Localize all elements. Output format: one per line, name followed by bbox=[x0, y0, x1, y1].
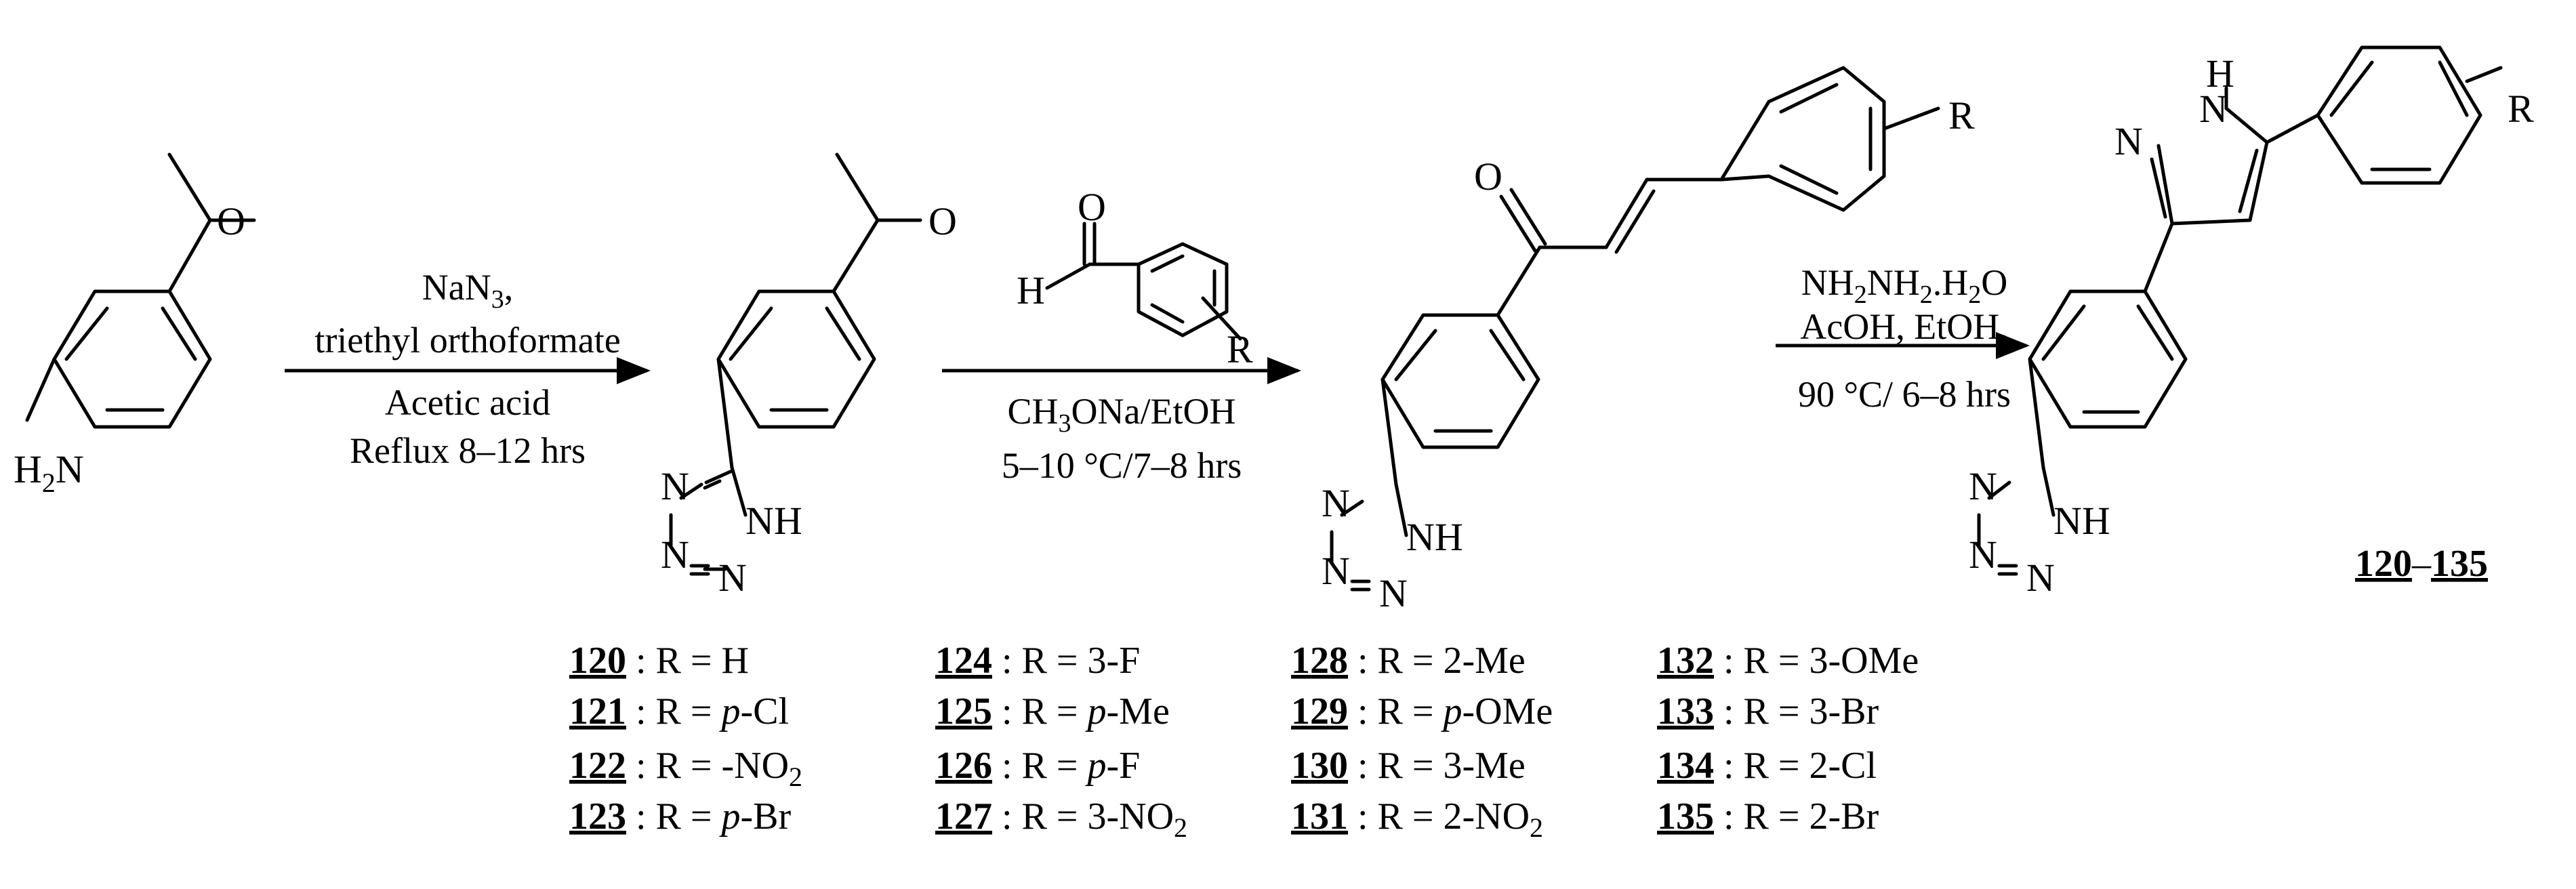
tetrazole-nh-label: NH bbox=[2053, 499, 2110, 543]
step3-reagent-line3: 90 °C/ 6–8 hrs bbox=[1798, 374, 2011, 415]
compound-entry: 132 : R = 3-OMe bbox=[1657, 640, 1919, 682]
r-substituent-label: R bbox=[1227, 327, 1253, 371]
intermediate-chalcone: O R N NH N N bbox=[1322, 66, 1975, 615]
compound-entry: 123 : R = p-Br bbox=[569, 795, 792, 838]
compound-entry: 133 : R = 3-Br bbox=[1657, 690, 1879, 732]
tetrazole-nh-label: NH bbox=[1406, 515, 1463, 559]
ketone-oxygen-label: O bbox=[217, 199, 245, 243]
compound-number: 133 bbox=[1657, 690, 1714, 732]
pyrazole-n-label: N bbox=[2114, 119, 2143, 163]
compound-entry: 122 : R = -NO2 bbox=[569, 745, 802, 792]
compound-entry: 121 : R = p-Cl bbox=[569, 690, 789, 732]
compound-number: 130 bbox=[1291, 745, 1348, 787]
compound-number: 121 bbox=[569, 690, 626, 732]
compound-number: 134 bbox=[1657, 745, 1714, 787]
compound-entry: 129 : R = p-OMe bbox=[1291, 690, 1553, 732]
compound-number: 129 bbox=[1291, 690, 1348, 732]
compound-number: 126 bbox=[935, 745, 992, 787]
step2-reagent-line1: CH3ONa/EtOH bbox=[1008, 391, 1236, 438]
tetrazole-n-label: N bbox=[1969, 464, 1997, 508]
benzaldehyde-reagent: O H R bbox=[1017, 185, 1253, 371]
step2-reagent-line2: 5–10 °C/7–8 hrs bbox=[1002, 445, 1242, 486]
tetrazole-nh-label: NH bbox=[745, 499, 802, 543]
aldehyde-oxygen-label: O bbox=[1078, 185, 1106, 229]
compound-entry: 120 : R = H bbox=[569, 640, 749, 682]
compound-number: 125 bbox=[935, 690, 992, 732]
compound-number: 127 bbox=[935, 795, 992, 838]
reaction-arrow-step3: NH2NH2.H2O AcOH, EtOH, 90 °C/ 6–8 hrs bbox=[1776, 262, 2030, 415]
compound-entry: 126 : R = p-F bbox=[935, 745, 1140, 787]
reaction-arrow-step1: NaN3, triethyl orthoformate Acetic acid … bbox=[285, 267, 651, 471]
compound-entry: 135 : R = 2-Br bbox=[1657, 795, 1879, 838]
compound-entry: 124 : R = 3-F bbox=[935, 640, 1140, 682]
compound-number: 120 bbox=[569, 640, 626, 682]
r-substituent-label: R bbox=[2508, 87, 2534, 131]
compound-number: 135 bbox=[1657, 795, 1714, 838]
step3-reagent-line1: NH2NH2.H2O bbox=[1801, 262, 2008, 309]
compound-entry: 128 : R = 2-Me bbox=[1291, 640, 1526, 682]
step1-reagent-line3: Acetic acid bbox=[385, 382, 550, 423]
step1-reagent-line1: NaN3, bbox=[422, 267, 513, 314]
compound-number: 132 bbox=[1657, 640, 1714, 682]
starting-material-aminoacetophenone: O H2N bbox=[14, 152, 256, 498]
r-substituent-label: R bbox=[1948, 94, 1975, 138]
compound-number: 122 bbox=[569, 745, 626, 787]
step1-reagent-line4: Reflux 8–12 hrs bbox=[350, 430, 586, 471]
compound-number: 128 bbox=[1291, 640, 1348, 682]
compound-entry: 125 : R = p-Me bbox=[935, 690, 1170, 732]
compound-number: 123 bbox=[569, 795, 626, 838]
product-series-label: 120–135 bbox=[2355, 543, 2488, 585]
chalcone-oxygen-label: O bbox=[1474, 154, 1502, 199]
compound-entry: 131 : R = 2-NO2 bbox=[1291, 795, 1543, 843]
tetrazole-n-label: N bbox=[1322, 481, 1350, 525]
tetrazole-n-label: N bbox=[2026, 556, 2055, 600]
pyrazole-nh-label: N bbox=[2199, 87, 2228, 131]
tetrazole-n-label: N bbox=[718, 556, 747, 600]
aldehyde-h-label: H bbox=[1017, 268, 1045, 312]
compound-entry: 130 : R = 3-Me bbox=[1291, 745, 1526, 787]
reaction-arrow-step2: O H R CH3ONa/EtOH 5–10 °C/7–8 hrs bbox=[942, 185, 1301, 486]
step3-reagent-line2: AcOH, EtOH, bbox=[1800, 306, 2008, 347]
ketone-oxygen-label: O bbox=[928, 199, 957, 243]
compound-number: 124 bbox=[935, 640, 992, 682]
compound-entry: 127 : R = 3-NO2 bbox=[935, 795, 1187, 843]
compound-number: 131 bbox=[1291, 795, 1348, 838]
intermediate-tetrazolyl-acetophenone: O N NH N N bbox=[661, 152, 957, 600]
tetrazole-n-label: N bbox=[1969, 533, 1997, 577]
tetrazole-n-label: N bbox=[1379, 571, 1408, 615]
tetrazole-n-label: N bbox=[661, 533, 689, 577]
compound-entry: 134 : R = 2-Cl bbox=[1657, 745, 1877, 787]
tetrazole-n-label: N bbox=[1322, 549, 1350, 593]
pyrazole-nh-h-label: H bbox=[2206, 51, 2234, 96]
product-pyrazolyl-tetrazole: H N N R N NH N N 120–135 bbox=[1969, 45, 2534, 600]
step1-reagent-line2: triethyl orthoformate bbox=[314, 320, 620, 360]
amine-label: H2N bbox=[14, 447, 84, 498]
tetrazole-n-label: N bbox=[661, 464, 689, 508]
